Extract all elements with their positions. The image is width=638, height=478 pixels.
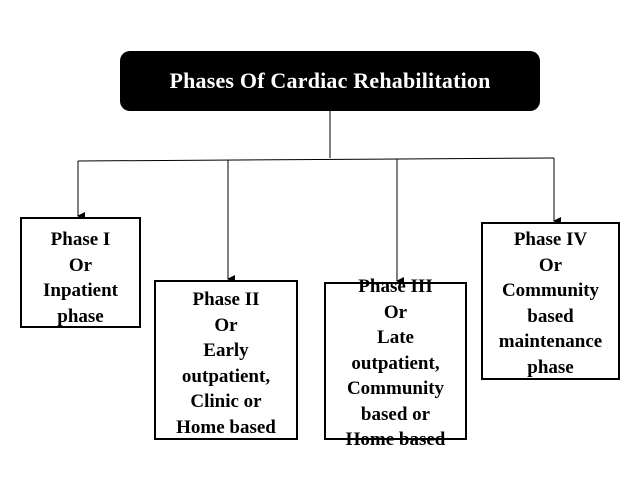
horizontal-branch-line xyxy=(77,157,555,162)
phase-4-line-6: phase xyxy=(527,356,574,378)
phase-4-line-5: maintenance xyxy=(498,331,603,352)
phase-2-line-3: Early xyxy=(203,340,249,361)
phase-1-line-4: phase xyxy=(57,305,104,327)
phase-3-line-1: Phase III xyxy=(358,276,433,297)
phase-3-line-2: Or xyxy=(383,301,408,323)
phase-2-line-2: Or xyxy=(214,314,238,336)
phase-4-line-3: Community xyxy=(501,280,600,301)
phase-3-line-3: Late xyxy=(377,327,414,348)
phase-3-line-5: Community xyxy=(346,378,445,399)
phase-1-line-3: Inpatient xyxy=(43,280,118,301)
phase-1-box: Phase I Or Inpatient phase xyxy=(20,217,141,328)
phase-2-box: Phase II Or Early outpatient, Clinic or … xyxy=(154,280,298,440)
phase-3-line-7: Home based xyxy=(345,429,446,450)
phase-1-line-2: Or xyxy=(68,254,93,276)
phase-4-line-4: based xyxy=(527,305,574,327)
phase-3-line-4: outpatient, xyxy=(351,352,440,374)
phase-2-line-4: outpatient, xyxy=(181,365,271,387)
phase-1-line-1: Phase I xyxy=(50,229,111,250)
phase-4-box: Phase IV Or Community based maintenance … xyxy=(481,222,620,380)
phase-3-box: Phase III Or Late outpatient, Community … xyxy=(324,276,467,450)
phase-2-line-6: Home based xyxy=(176,416,276,438)
phase-2-line-1: Phase II xyxy=(192,289,260,310)
phase-2-line-5: Clinic or xyxy=(190,391,262,412)
phase-4-line-2: Or xyxy=(538,254,563,276)
phase-3-line-6: based or xyxy=(360,403,431,425)
title-box: Phases Of Cardiac Rehabilitation xyxy=(120,51,540,111)
diagram-title: Phases Of Cardiac Rehabilitation xyxy=(169,68,491,93)
phase-4-line-1: Phase IV xyxy=(513,229,588,250)
